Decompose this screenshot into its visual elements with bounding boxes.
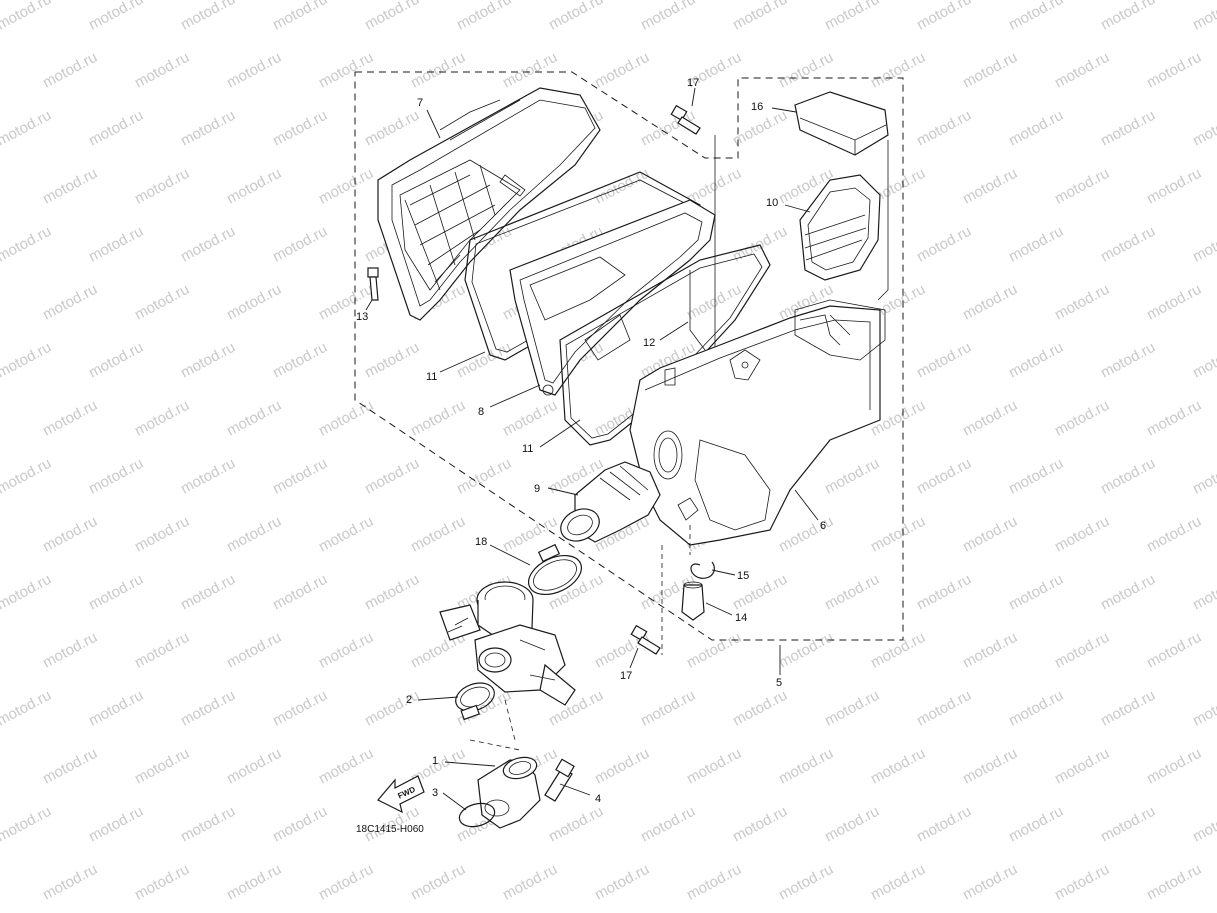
callout-13: 13	[356, 311, 369, 323]
leader-8	[489, 384, 541, 408]
callout-14: 14	[735, 612, 748, 624]
part-14-drain-plug	[681, 581, 705, 621]
callout-12: 12	[643, 337, 656, 349]
callout-17-top: 17	[687, 77, 700, 89]
part-12-breather-line	[689, 270, 706, 351]
leader-17a	[691, 87, 696, 107]
part-10-intake-duct	[799, 174, 881, 281]
leader-6	[794, 489, 819, 521]
assembly-boundary-left	[354, 71, 904, 641]
part-15-clip	[690, 561, 715, 579]
leader-13	[365, 299, 373, 311]
leader-11b	[539, 419, 581, 448]
drawing-code: 18C1415-H060	[356, 824, 424, 835]
callout-7: 7	[417, 97, 424, 109]
callout-10: 10	[766, 197, 779, 209]
leader-3	[442, 792, 467, 811]
callout-11-lower: 11	[522, 443, 534, 455]
callout-4: 4	[595, 793, 602, 805]
leader-17b	[629, 647, 639, 669]
callout-9: 9	[534, 483, 541, 495]
leader-11a	[439, 351, 486, 373]
part-16-cover	[794, 91, 889, 156]
leader-18	[489, 544, 531, 566]
leader-10	[784, 204, 811, 213]
leader-15	[711, 569, 736, 576]
leader-12	[659, 321, 689, 341]
leader-4	[559, 783, 591, 796]
callout-2: 2	[406, 694, 413, 706]
callout-6: 6	[820, 520, 827, 532]
part-9-joint	[560, 461, 661, 543]
part-4-bolt	[544, 758, 575, 802]
callout-15: 15	[737, 570, 750, 582]
leader-14	[705, 602, 733, 616]
callout-5: 5	[776, 677, 783, 689]
callout-18: 18	[475, 536, 488, 548]
callout-3: 3	[432, 787, 439, 799]
part-2-clamp	[455, 682, 495, 721]
leader-7	[426, 109, 441, 139]
part-3-o-ring	[458, 802, 496, 828]
leader-1	[444, 761, 496, 767]
callout-1: 1	[432, 755, 439, 767]
part-6-filter-case	[629, 299, 886, 546]
part-17-bolt-bottom	[630, 624, 661, 655]
fwd-arrow-icon: FWD	[377, 775, 425, 814]
callout-16: 16	[751, 101, 764, 113]
part-17-bolt-top	[670, 104, 701, 135]
callout-11-upper: 11	[426, 371, 438, 383]
callout-17-bottom: 17	[620, 670, 633, 682]
part-8-filter-element	[509, 199, 716, 396]
part-13-screw	[367, 267, 379, 301]
part-18-clamp	[528, 543, 582, 596]
part-1-manifold	[477, 756, 541, 829]
carburetor	[439, 581, 576, 706]
leader-16	[771, 107, 797, 113]
leader-9	[547, 487, 579, 496]
callout-8: 8	[478, 406, 485, 418]
leader-2	[417, 696, 459, 701]
